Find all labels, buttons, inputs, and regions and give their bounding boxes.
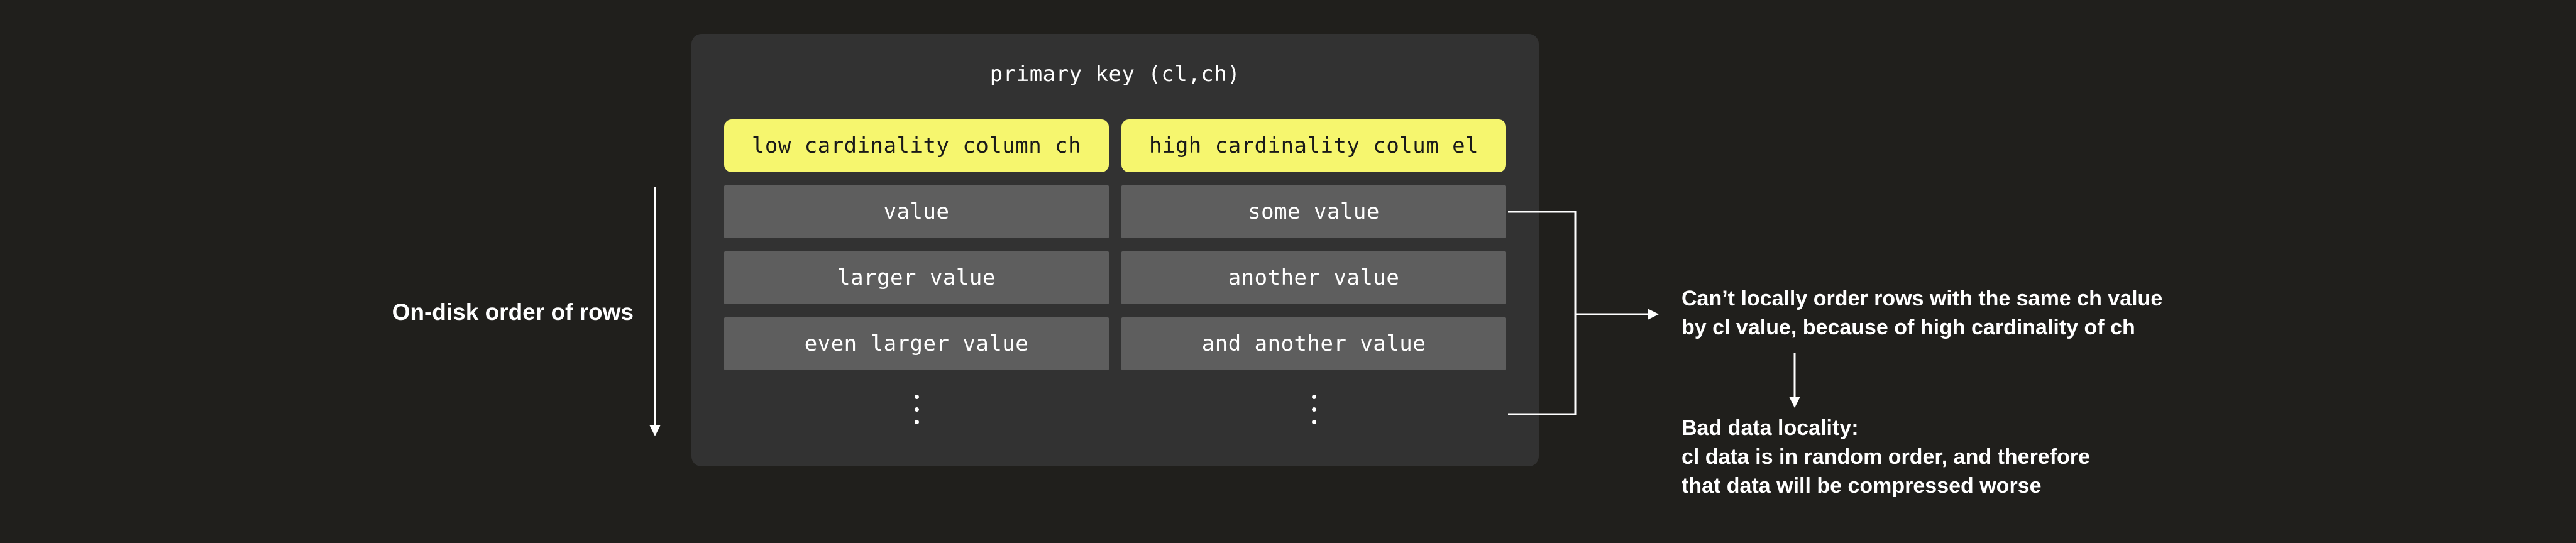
primary-key-card: primary key (cl,ch) low cardinality colu…: [691, 34, 1539, 466]
table-row: even larger value and another value: [724, 317, 1506, 370]
annotation-line: cl data is in random order, and therefor…: [1682, 445, 2090, 469]
ellipsis-row: [724, 383, 1506, 440]
bracket-right-arrow-icon: [1575, 309, 1659, 320]
table-row: value some value: [724, 185, 1506, 238]
annotation-line: Bad data locality:: [1682, 416, 1859, 440]
value-cell: another value: [1121, 251, 1506, 304]
column-header-low-cardinality: low cardinality column ch: [724, 119, 1109, 172]
vertical-ellipsis-icon: [1121, 383, 1506, 440]
value-cell: value: [724, 185, 1109, 238]
table-row: larger value another value: [724, 251, 1506, 304]
annotation-line: Can’t locally order rows with the same c…: [1682, 287, 2163, 310]
annotation-cant-order: Can’t locally order rows with the same c…: [1682, 284, 2162, 342]
value-cell: and another value: [1121, 317, 1506, 370]
annotation-down-arrow-icon: [1789, 353, 1800, 408]
card-title: primary key (cl,ch): [989, 62, 1241, 87]
value-cell: even larger value: [724, 317, 1109, 370]
on-disk-order-label: On-disk order of rows: [392, 299, 634, 325]
vertical-ellipsis-icon: [724, 383, 1109, 440]
value-cell: larger value: [724, 251, 1109, 304]
annotation-line: by cl value, because of high cardinality…: [1682, 315, 2135, 339]
annotation-line: that data will be compressed worse: [1682, 474, 2042, 498]
header-row: low cardinality column ch high cardinali…: [724, 119, 1506, 172]
value-cell: some value: [1121, 185, 1506, 238]
annotation-bad-locality: Bad data locality: cl data is in random …: [1682, 414, 2090, 500]
column-header-high-cardinality: high cardinality colum el: [1121, 119, 1506, 172]
column-grid: low cardinality column ch high cardinali…: [724, 119, 1506, 440]
on-disk-order-down-arrow-icon: [649, 187, 661, 436]
